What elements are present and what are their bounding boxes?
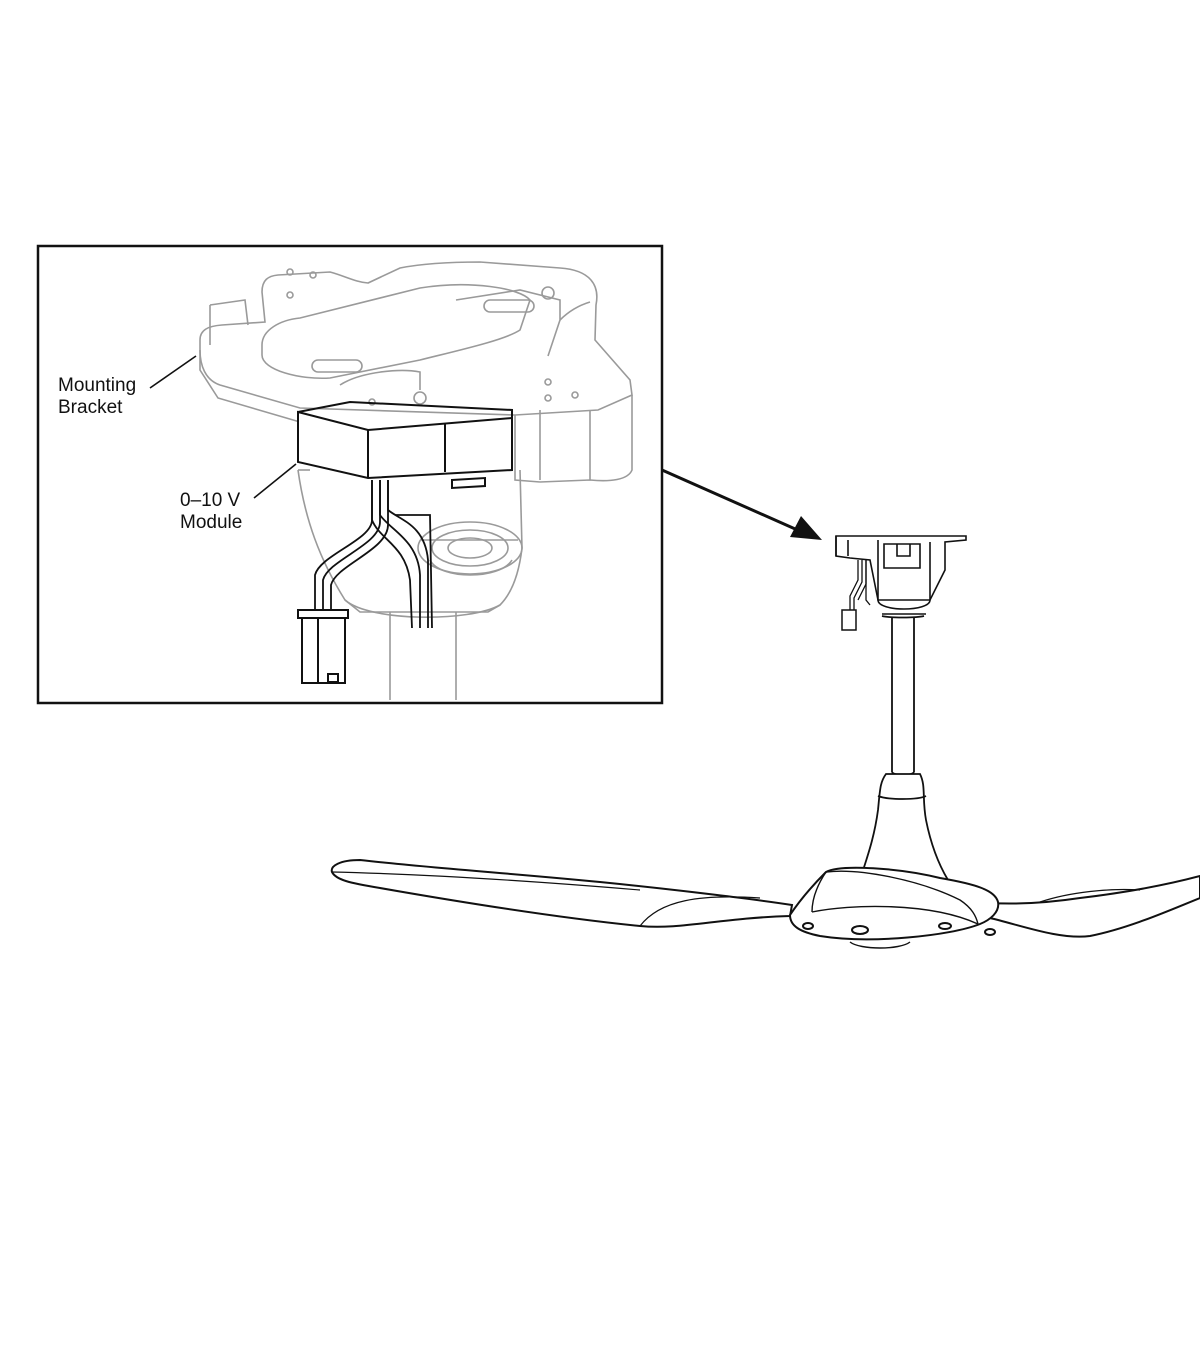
- fan-mounting-bracket: [835, 535, 967, 615]
- fan-blade-left: [330, 858, 794, 928]
- leader-line-mounting-bracket: [149, 355, 197, 389]
- inset-downrod: [389, 612, 457, 700]
- inset-wires: [314, 480, 433, 629]
- ceiling-fan: [330, 535, 1200, 949]
- leader-line-module: [253, 463, 297, 499]
- fan-connector-plug: [841, 609, 857, 631]
- callout-mounting-bracket-line1: Mounting: [58, 375, 136, 396]
- fan-motor-housing: [858, 773, 950, 881]
- callout-module: 0–10 V Module: [180, 490, 246, 533]
- callout-mounting-bracket: Mounting Bracket: [58, 375, 141, 418]
- detail-inset: Mounting Bracket 0–10 V Module: [36, 244, 664, 705]
- inset-canopy-cup: [297, 469, 523, 618]
- inset-mounting-bracket: [199, 261, 633, 483]
- detail-pointer-arrow: [661, 468, 822, 540]
- fan-wires: [849, 560, 871, 610]
- inset-connector-plug: [297, 609, 349, 684]
- fan-downrod: [881, 615, 925, 776]
- callout-mounting-bracket-line2: Bracket: [58, 397, 123, 418]
- callout-module-line2: Module: [180, 512, 242, 533]
- fan-blades: [330, 858, 1200, 949]
- callout-module-line1: 0–10 V: [180, 490, 241, 511]
- inset-0-10v-module: [297, 400, 513, 490]
- fan-blade-right: [959, 874, 1200, 938]
